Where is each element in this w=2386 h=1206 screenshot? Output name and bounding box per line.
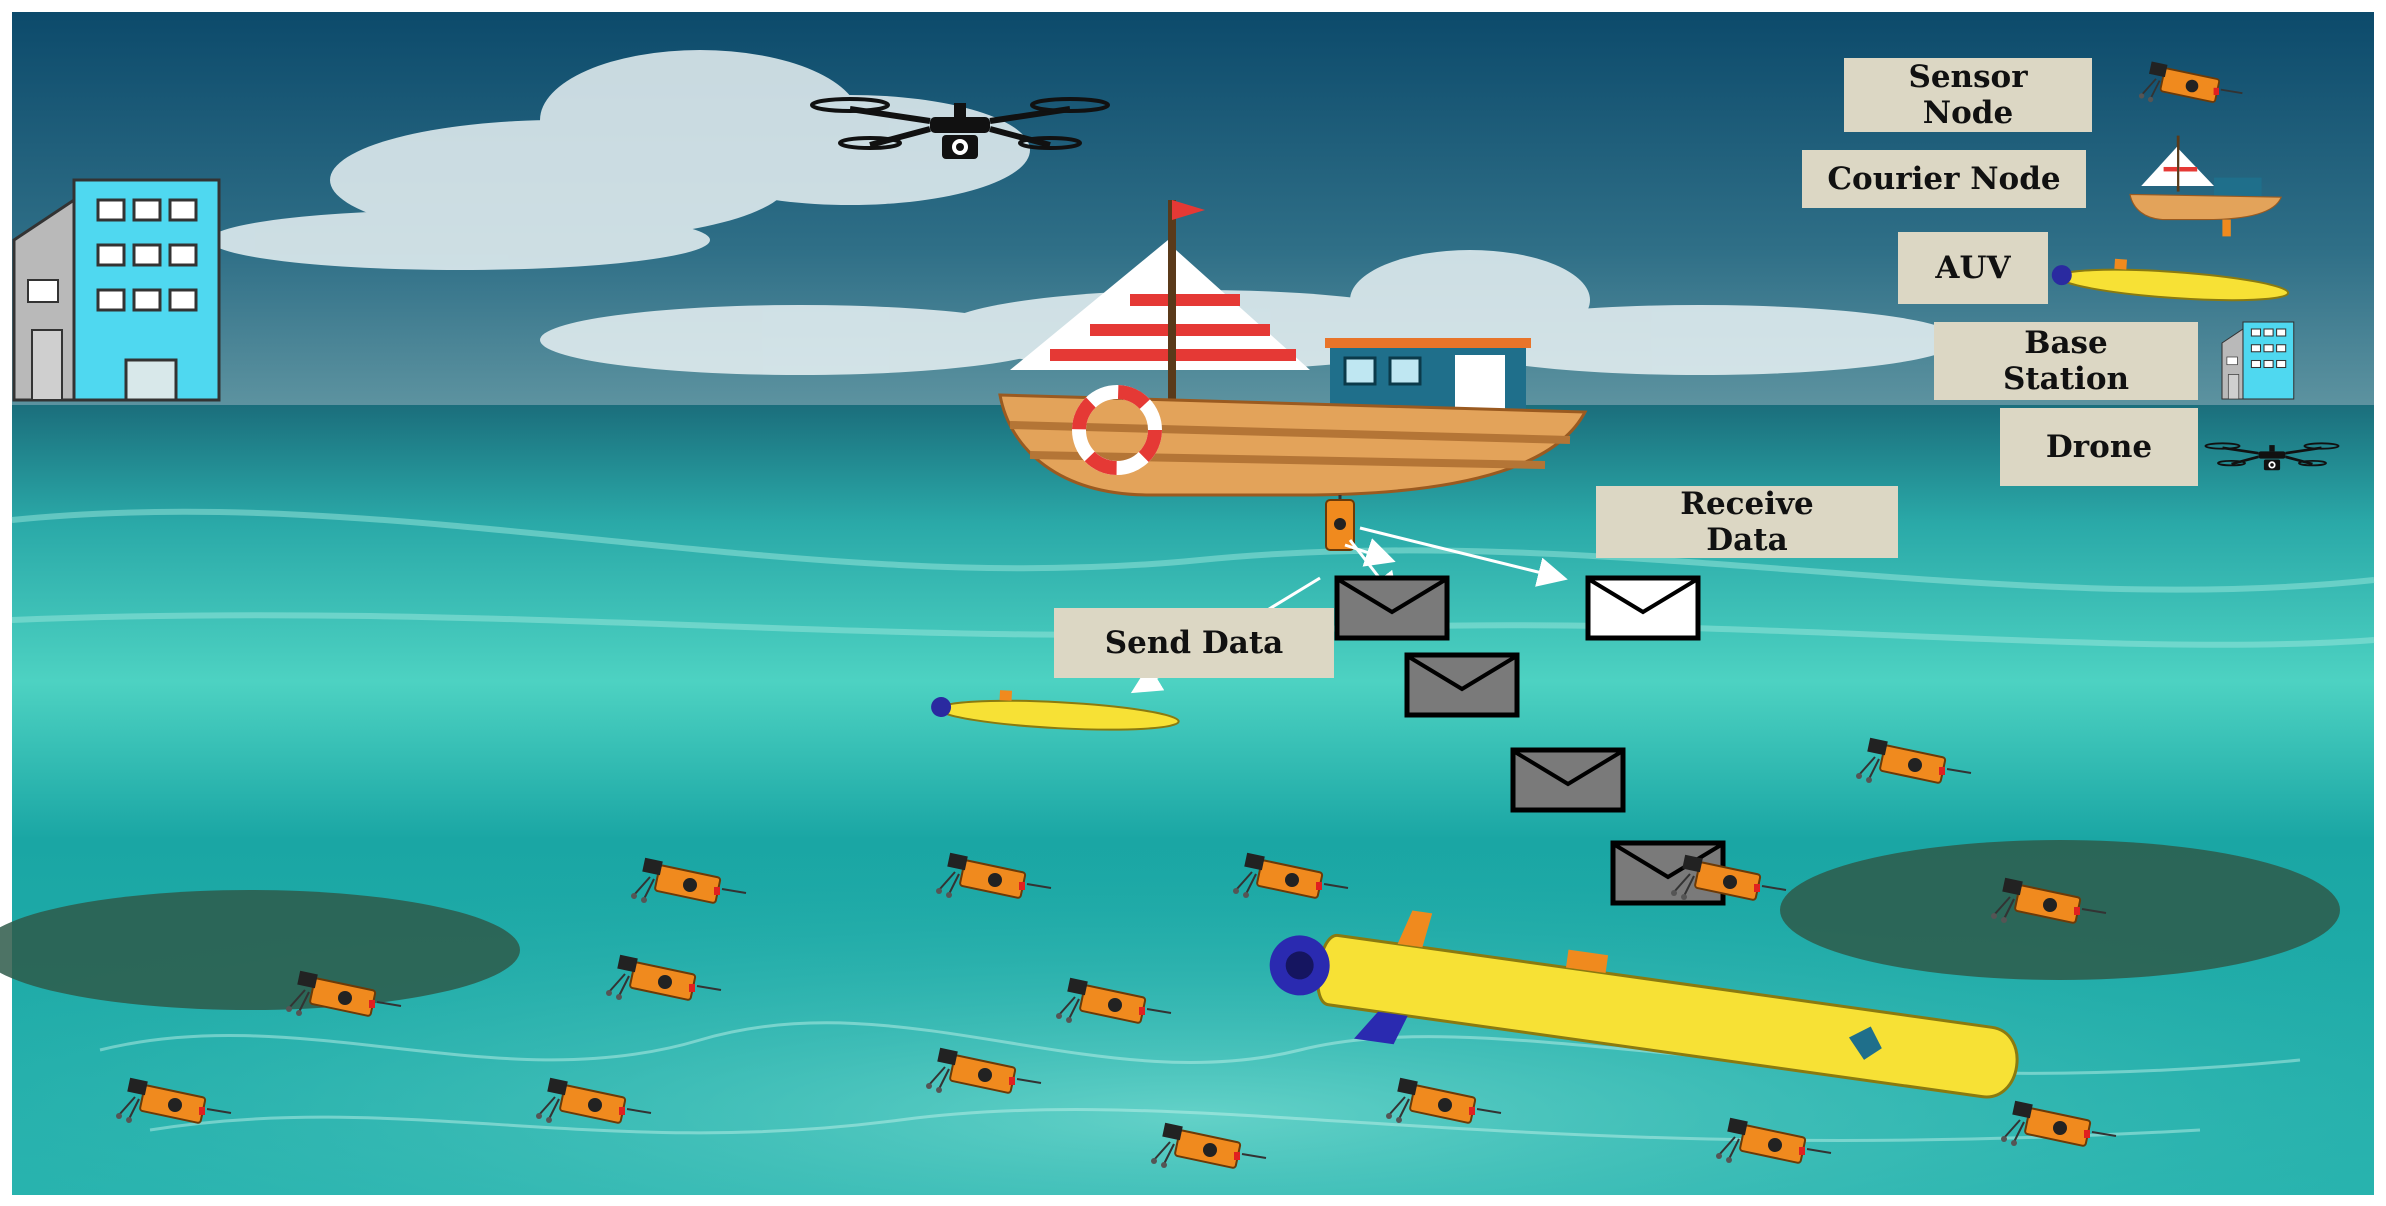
receive-data-label: Receive Data — [1596, 486, 1898, 558]
legend-base-station-icon — [2221, 321, 2295, 400]
base-station-building-icon — [12, 178, 221, 402]
legend-auv-label: AUV — [1898, 232, 2048, 304]
legend-courier-node-icon — [2129, 135, 2283, 237]
message-envelope-icon — [1407, 655, 1517, 715]
auv-small-icon — [931, 690, 1180, 731]
auv-large-icon — [1269, 910, 2019, 1099]
courier-boat-icon — [998, 200, 1588, 551]
legend-courier-node-label: Courier Node — [1802, 150, 2086, 208]
legend-drone-label: Drone — [2000, 408, 2198, 486]
legend-sensor-node-label: Sensor Node — [1844, 58, 2092, 132]
message-envelope-icon — [1513, 750, 1623, 810]
send-data-label: Send Data — [1054, 608, 1334, 678]
legend-auv-icon — [2051, 258, 2290, 302]
legend-base-station-label: Base Station — [1934, 322, 2198, 400]
message-envelope-icon — [1337, 578, 1447, 638]
message-envelope-icon — [1588, 578, 1698, 638]
